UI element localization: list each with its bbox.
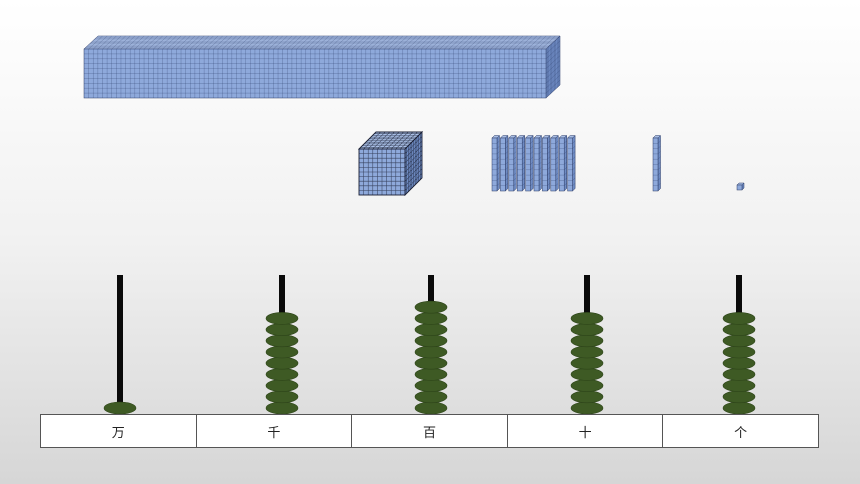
abacus <box>103 275 756 415</box>
abacus-bead <box>722 368 756 381</box>
abacus-rod <box>117 275 123 412</box>
abacus-bead <box>722 345 756 359</box>
place-label-qian: 千 <box>197 415 353 447</box>
hundred-rod <box>558 134 568 192</box>
abacus-bead <box>103 401 137 415</box>
abacus-bead <box>570 379 604 392</box>
hundred-rod <box>524 134 534 192</box>
abacus-bead <box>414 368 448 381</box>
hundred-rod <box>541 134 551 192</box>
hundred-rod <box>516 134 526 192</box>
hundred-rod <box>508 134 517 192</box>
abacus-bead <box>265 323 299 336</box>
abacus-bead <box>722 312 756 325</box>
abacus-bead <box>414 356 448 370</box>
abacus-bead <box>570 356 604 370</box>
abacus-bead <box>265 401 299 415</box>
place-label-shi: 十 <box>508 415 664 447</box>
abacus-bead <box>265 390 299 404</box>
abacus-bead <box>414 312 448 325</box>
hundred-rods <box>491 134 576 192</box>
abacus-rod-column <box>103 275 137 415</box>
ten-thousand-block <box>83 35 561 99</box>
place-label-ge: 个 <box>734 425 748 441</box>
place-label-bai: 百 <box>352 415 508 447</box>
abacus-bead <box>265 368 299 381</box>
hundred-rod <box>491 134 501 192</box>
abacus-bead <box>414 323 448 336</box>
abacus-bead <box>265 334 299 348</box>
abacus-bead <box>414 334 448 348</box>
abacus-bead <box>265 379 299 392</box>
abacus-bead <box>570 368 604 381</box>
hundred-rod <box>566 134 576 192</box>
abacus-bead <box>722 401 756 415</box>
abacus-rod-column <box>265 275 299 415</box>
abacus-bead <box>414 379 448 392</box>
abacus-bead <box>722 334 756 348</box>
abacus-bead <box>265 356 299 370</box>
abacus-rod-column <box>570 275 604 415</box>
ten-rod <box>652 134 662 192</box>
unit-cube <box>736 182 745 191</box>
abacus-bead <box>570 312 604 325</box>
base-ten-blocks <box>83 35 745 197</box>
hundred-rod <box>550 134 559 192</box>
abacus-bead <box>265 312 299 325</box>
hundred-rod <box>499 134 509 192</box>
abacus-bead <box>414 401 448 415</box>
abacus-bead <box>570 323 604 336</box>
abacus-bead <box>265 345 299 359</box>
abacus-rod-column <box>414 275 448 415</box>
thousand-cube <box>357 130 424 197</box>
hundred-rod <box>533 134 543 192</box>
place-label-wan: 万 <box>41 415 197 447</box>
abacus-bead <box>570 390 604 404</box>
abacus-bead <box>722 390 756 404</box>
abacus-bead <box>722 356 756 370</box>
abacus-bead <box>570 334 604 348</box>
abacus-bead <box>414 345 448 359</box>
abacus-bead <box>570 345 604 359</box>
abacus-bead <box>414 300 448 314</box>
abacus-bead <box>414 390 448 404</box>
place-value-label-row: 万 千 百 十 个 <box>40 414 819 448</box>
abacus-bead <box>722 379 756 392</box>
abacus-bead <box>570 401 604 415</box>
abacus-bead <box>722 323 756 336</box>
abacus-rod-column <box>722 275 756 415</box>
